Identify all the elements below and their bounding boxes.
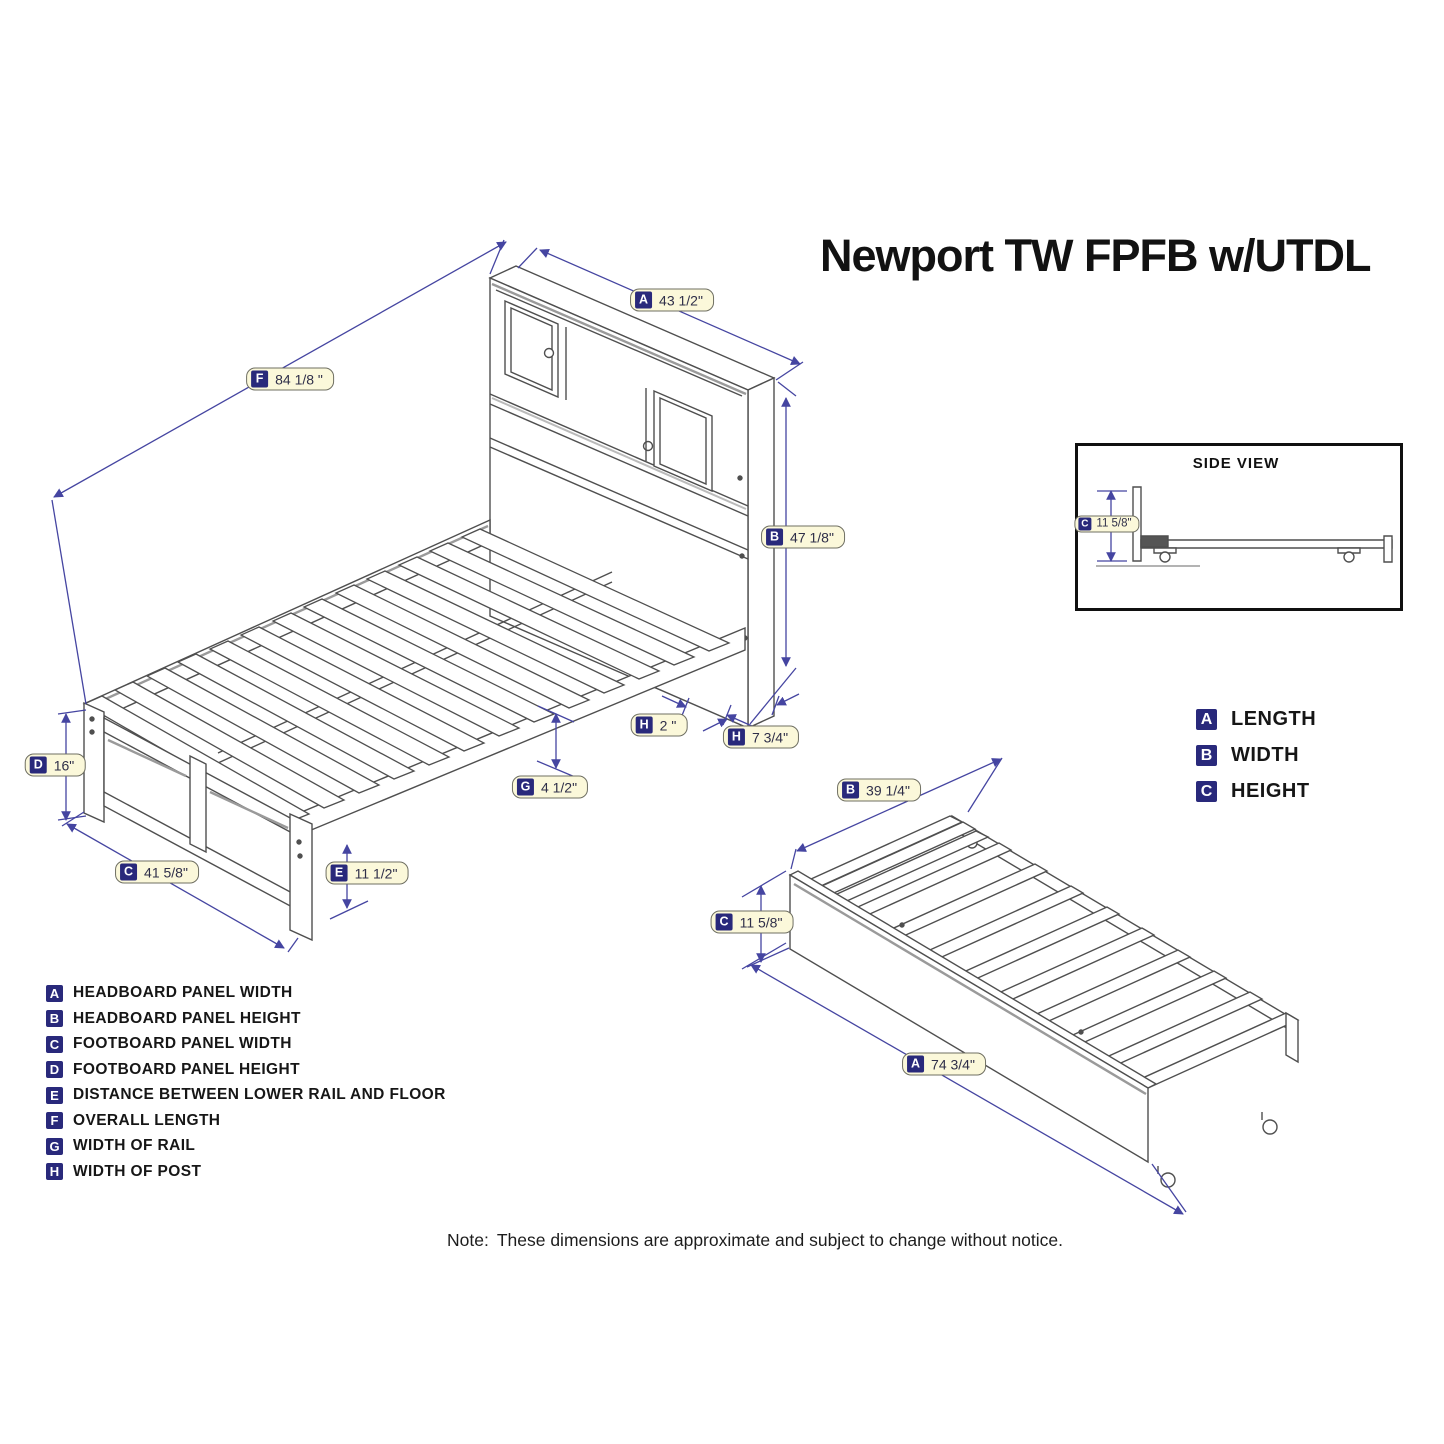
dimension-label-overall-length: F 84 1/8 "	[246, 367, 334, 391]
dimension-letter-badge: C	[1078, 517, 1092, 531]
dimension-value: 43 1/2"	[659, 292, 703, 308]
dimension-letter-badge: B	[842, 781, 860, 799]
legend-letter-badge: D	[46, 1061, 63, 1078]
dimension-value: 41 5/8"	[144, 864, 188, 880]
legend-label: WIDTH	[1231, 744, 1300, 766]
legend-letter-badge: G	[46, 1137, 63, 1155]
legend-label: HEADBOARD PANEL WIDTH	[73, 984, 293, 1001]
dimension-letter-badge: H	[727, 728, 745, 746]
disclaimer-note: Note: These dimensions are approximate an…	[447, 1230, 1063, 1251]
side-view-dimension-label-height: C 11 5/8"	[1074, 515, 1140, 533]
legend-row: D FOOTBOARD PANEL HEIGHT	[46, 1061, 446, 1079]
legend-label: WIDTH OF POST	[73, 1162, 202, 1180]
note-text: These dimensions are approximate and sub…	[496, 1230, 1063, 1250]
legend-row: C FOOTBOARD PANEL WIDTH	[46, 1035, 446, 1053]
legend-letter-badge: F	[46, 1112, 63, 1129]
legend-label: HEADBOARD PANEL HEIGHT	[73, 1009, 301, 1027]
dimension-value: 84 1/8 "	[275, 371, 323, 387]
dimension-label-rail-floor-distance: E 11 1/2"	[325, 861, 409, 885]
axis-legend-row-height: C HEIGHT	[1196, 780, 1316, 803]
dimension-label-headboard-height: B 47 1/8"	[761, 525, 845, 549]
dimension-label-headboard-width: A 43 1/2"	[630, 288, 714, 312]
legend-label: FOOTBOARD PANEL HEIGHT	[73, 1060, 300, 1078]
dimension-letter-badge: D	[29, 756, 47, 774]
dimension-label-footboard-width: C 41 5/8"	[115, 860, 199, 884]
dimension-letter-badge: A	[907, 1055, 925, 1073]
dimension-label-post-depth: H 7 3/4"	[722, 725, 800, 749]
dimension-label-post-width: H 2 "	[630, 713, 688, 737]
dimension-letter-badge: C	[715, 913, 733, 931]
legend-label: DISTANCE BETWEEN LOWER RAIL AND FLOOR	[73, 1086, 446, 1103]
dimension-value: 11 5/8"	[739, 914, 783, 930]
legend-label: HEIGHT	[1231, 780, 1310, 802]
dimension-value: 2 "	[659, 717, 677, 733]
legend-letter-badge: B	[1196, 745, 1217, 766]
bed-slats-drawing	[82, 528, 731, 823]
dimension-label-rail-width: G 4 1/2"	[511, 775, 589, 799]
legend-letter-badge: E	[46, 1086, 63, 1104]
legend-label: WIDTH OF RAIL	[73, 1137, 196, 1154]
trundle-dimension-label-height: C 11 5/8"	[710, 910, 794, 934]
dimension-value: 11 1/2"	[354, 865, 398, 881]
dimension-letter-badge: E	[330, 864, 348, 882]
legend-row: G WIDTH OF RAIL	[46, 1137, 446, 1155]
dimension-value: 47 1/8"	[790, 529, 834, 545]
axis-legend-row-width: B WIDTH	[1196, 744, 1316, 767]
legend-label: FOOTBOARD PANEL WIDTH	[73, 1035, 292, 1052]
bed-dimension-lines	[51, 239, 804, 953]
dimension-value: 16"	[53, 757, 75, 773]
trundle-dimension-label-length: A 74 3/4"	[902, 1052, 986, 1076]
legend-row: F OVERALL LENGTH	[46, 1112, 446, 1130]
note-label: Note:	[447, 1230, 489, 1250]
dimension-value: 11 5/8"	[1096, 517, 1132, 530]
legend-letter-badge: C	[1196, 781, 1217, 802]
page-title: Newport TW FPFB w/UTDL	[820, 230, 1371, 281]
legend-row: A HEADBOARD PANEL WIDTH	[46, 984, 446, 1002]
dimension-letter-badge: A	[635, 291, 653, 309]
bed-footboard-drawing	[83, 701, 313, 942]
trundle-drawing	[788, 814, 1300, 1188]
legend-letter-badge: A	[1196, 709, 1217, 730]
dimension-value: 74 3/4"	[931, 1056, 975, 1072]
bed-headboard-drawing	[488, 265, 776, 730]
dimension-letter-badge: C	[120, 863, 138, 881]
dimension-value: 39 1/4"	[866, 782, 910, 798]
dimension-label-footboard-height: D 16"	[24, 753, 86, 777]
trundle-dimension-label-width: B 39 1/4"	[837, 778, 921, 802]
dimension-key-legend: A HEADBOARD PANEL WIDTH B HEADBOARD PANE…	[46, 984, 446, 1188]
trundle-dimension-lines	[741, 757, 1187, 1215]
dimension-letter-badge: B	[766, 528, 784, 546]
legend-row: E DISTANCE BETWEEN LOWER RAIL AND FLOOR	[46, 1086, 446, 1104]
legend-label: LENGTH	[1231, 708, 1317, 730]
side-view-title: SIDE VIEW	[1192, 455, 1280, 472]
legend-letter-badge: B	[46, 1010, 63, 1027]
legend-letter-badge: H	[46, 1163, 63, 1180]
dimension-letter-badge: F	[251, 370, 269, 388]
dimension-letter-badge: H	[635, 716, 653, 734]
dimension-value: 7 3/4"	[751, 729, 789, 745]
legend-row: B HEADBOARD PANEL HEIGHT	[46, 1010, 446, 1028]
legend-label: OVERALL LENGTH	[73, 1111, 221, 1129]
bed-frame-drawing	[85, 518, 746, 840]
legend-letter-badge: C	[46, 1035, 63, 1053]
dimension-value: 4 1/2"	[540, 779, 578, 795]
legend-letter-badge: A	[46, 984, 63, 1002]
legend-row: H WIDTH OF POST	[46, 1163, 446, 1181]
axis-legend: A LENGTH B WIDTH C HEIGHT	[1196, 708, 1316, 816]
axis-legend-row-length: A LENGTH	[1196, 708, 1316, 731]
dimension-letter-badge: G	[516, 778, 534, 796]
